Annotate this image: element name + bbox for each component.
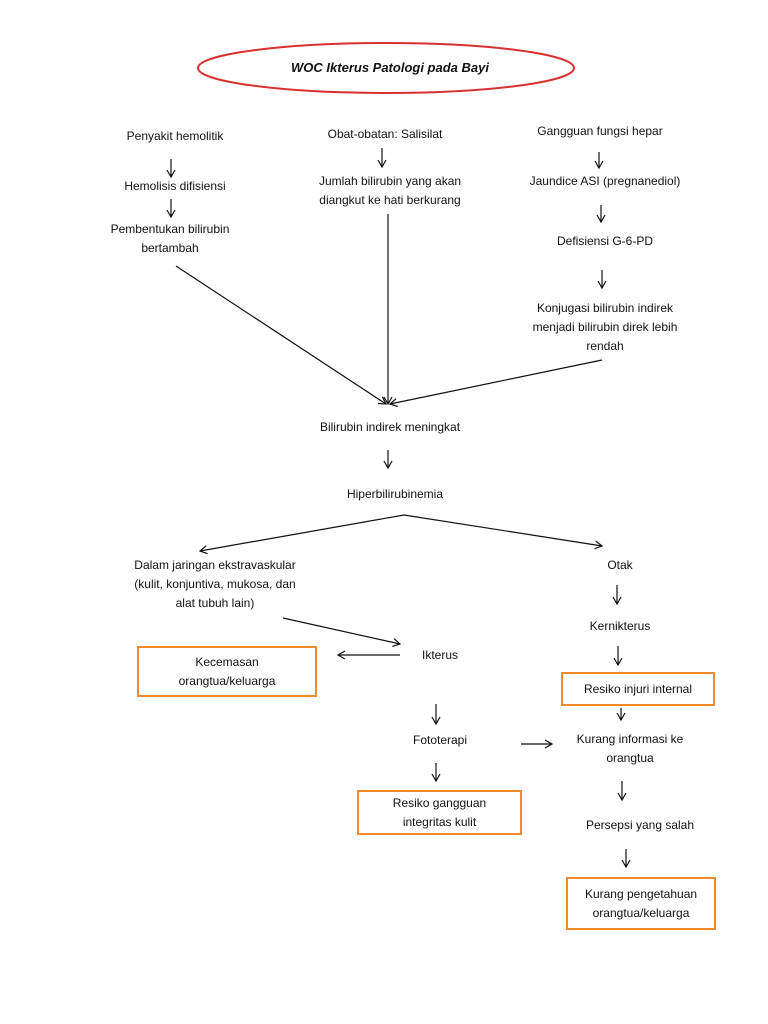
- box-resiko-kulit-line2: integritas kulit: [402, 814, 477, 829]
- box-kecemasan-line2: orangtua/keluarga: [178, 673, 276, 688]
- node-otak: Otak: [607, 558, 633, 572]
- node-jumlah-bilirubin-1: Jumlah bilirubin yang akan: [318, 174, 462, 188]
- title-ellipse: [197, 42, 575, 94]
- node-pembentukan-bilirubin-1: Pembentukan bilirubin: [110, 222, 230, 236]
- arrow-pembentukan-bilirubin: [175, 265, 388, 405]
- node-bilirubin-indirek: Bilirubin indirek meningkat: [319, 420, 461, 434]
- node-konjugasi-2: menjadi bilirubin direk lebih: [532, 320, 678, 334]
- node-jaringan-1: Dalam jaringan ekstravaskular: [134, 558, 296, 572]
- box-kecemasan-line1: Kecemasan: [195, 654, 259, 669]
- arrow-hiper-jaringan: [198, 514, 405, 555]
- node-gangguan-hepar: Gangguan fungsi hepar: [537, 124, 663, 138]
- box-resiko-kulit: Resiko gangguan integritas kulit: [357, 790, 522, 835]
- node-jaringan-3: alat tubuh lain): [175, 596, 255, 610]
- arrow-konjugasi-bilirubin: [388, 359, 603, 408]
- box-resiko-kulit-line1: Resiko gangguan: [392, 795, 487, 810]
- node-hiperbilirubinemia: Hiperbilirubinemia: [346, 487, 444, 501]
- box-resiko-injuri: Resiko injuri internal: [561, 672, 715, 706]
- node-obat-salisilat: Obat-obatan: Salisilat: [327, 127, 443, 141]
- box-kecemasan: Kecemasan orangtua/keluarga: [137, 646, 317, 697]
- node-defisiensi-g6pd: Defisiensi G-6-PD: [556, 234, 654, 248]
- node-persepsi: Persepsi yang salah: [585, 818, 695, 832]
- node-kernikterus: Kernikterus: [589, 619, 651, 633]
- node-kurang-info-1: Kurang informasi ke: [576, 732, 684, 746]
- node-jumlah-bilirubin-2: diangkut ke hati berkurang: [319, 193, 461, 207]
- diagram-title: WOC Ikterus Patologi pada Bayi: [291, 60, 489, 75]
- box-resiko-injuri-label: Resiko injuri internal: [583, 681, 693, 696]
- node-fototerapi: Fototerapi: [412, 733, 468, 747]
- node-penyakit-hemolitik: Penyakit hemolitik: [126, 129, 224, 143]
- arrow-hiper-otak: [403, 514, 604, 550]
- node-kurang-info-2: orangtua: [606, 751, 654, 765]
- box-kurang-pengetahuan-line2: orangtua/keluarga: [592, 905, 690, 920]
- node-konjugasi-3: rendah: [586, 339, 624, 353]
- box-kurang-pengetahuan: Kurang pengetahuan orangtua/keluarga: [566, 877, 716, 930]
- node-konjugasi-1: Konjugasi bilirubin indirek: [536, 301, 674, 315]
- node-jaundice-asi: Jaundice ASI (pregnanediol): [529, 174, 681, 188]
- box-kurang-pengetahuan-line1: Kurang pengetahuan: [584, 886, 698, 901]
- arrow-jaringan-ikterus: [282, 617, 402, 647]
- node-jaringan-2: (kulit, konjuntiva, mukosa, dan: [134, 577, 296, 591]
- node-pembentukan-bilirubin-2: bertambah: [141, 241, 199, 255]
- node-ikterus: Ikterus: [421, 648, 458, 662]
- node-hemolisis-difisiensi: Hemolisis difisiensi: [124, 179, 226, 193]
